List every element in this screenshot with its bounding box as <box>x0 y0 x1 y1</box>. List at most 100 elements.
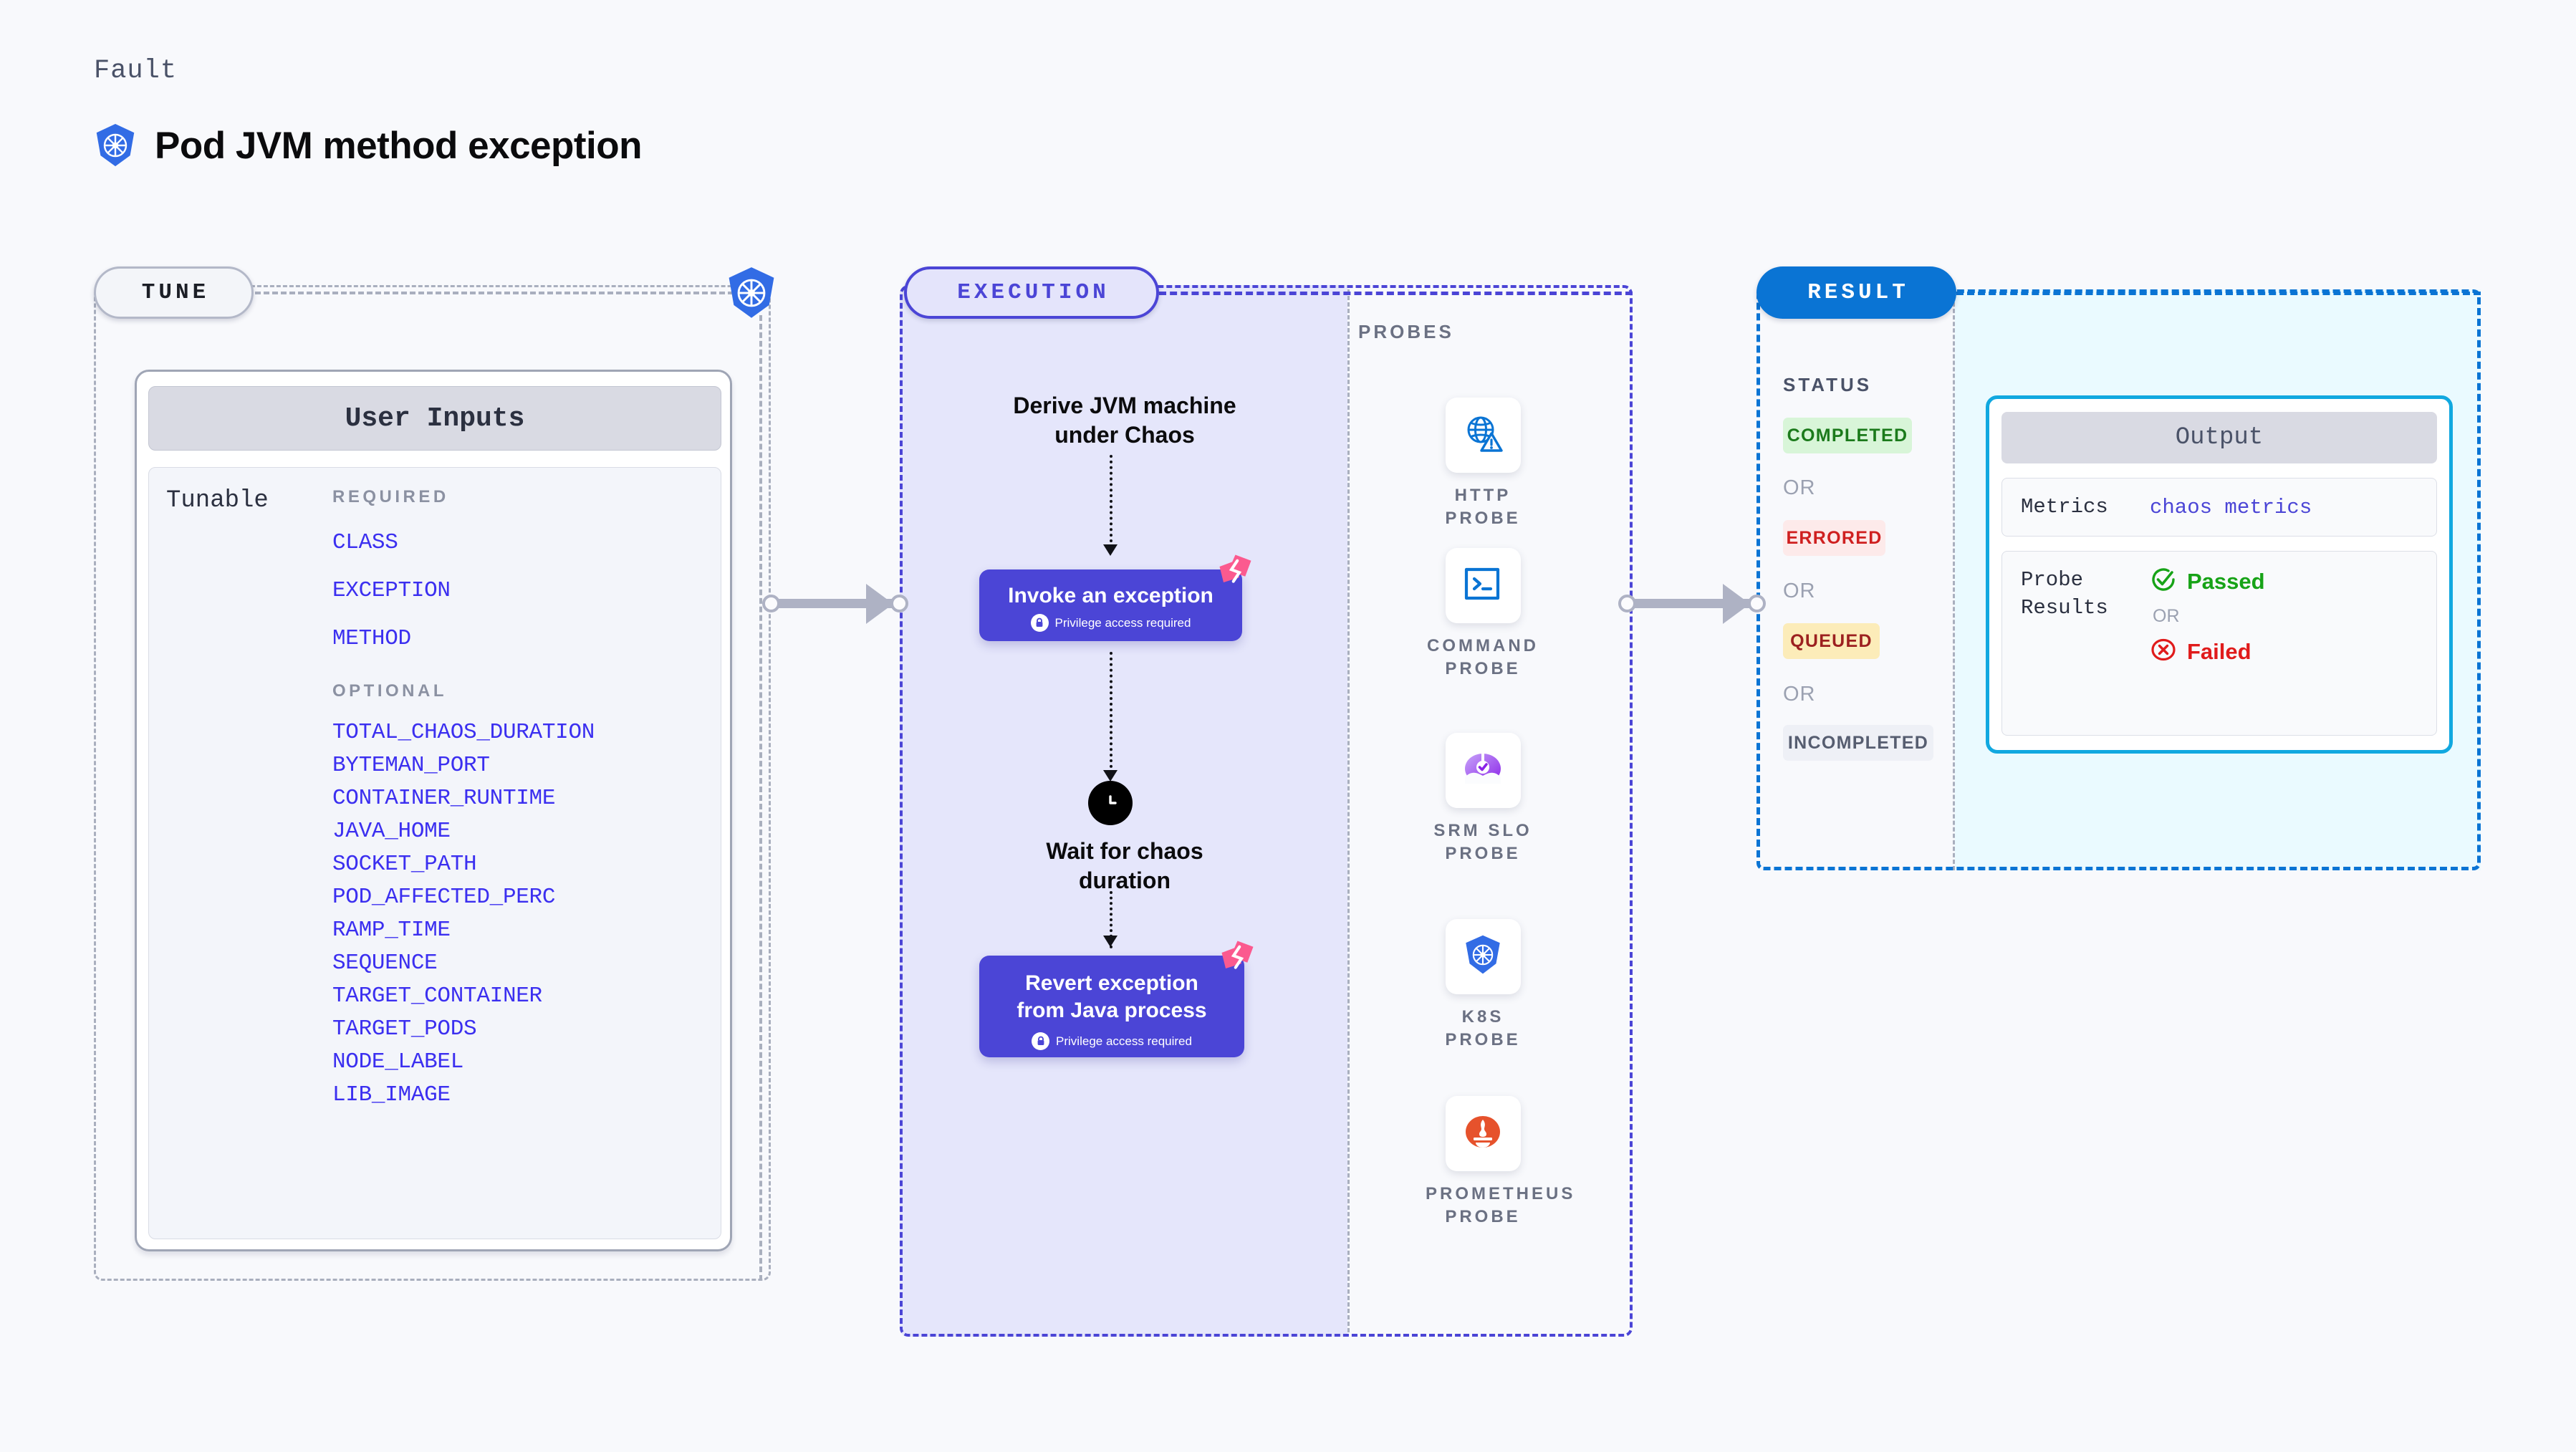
action-title: Revert exception from Java process <box>979 956 1244 1024</box>
result-stage-container <box>1756 289 2481 870</box>
flow-arrow-3 <box>1110 891 1112 948</box>
probe-label-line: PROMETHEUS <box>1426 1184 1576 1203</box>
kubernetes-icon <box>94 123 137 168</box>
param-item[interactable]: EXCEPTION <box>332 578 451 603</box>
param-item[interactable]: TARGET_PODS <box>332 1016 477 1042</box>
flow-arrow-1 <box>1110 455 1112 548</box>
lock-icon <box>1030 614 1049 632</box>
probe-label: SRM SLO PROBE <box>1426 819 1540 865</box>
probes-section-divider <box>1347 289 1633 1332</box>
harness-logo-icon <box>1216 551 1255 590</box>
probe-item-http[interactable]: HTTP PROBE <box>1426 398 1540 530</box>
optional-section-label: OPTIONAL <box>332 681 447 701</box>
action-title-line1: Revert exception <box>1025 971 1198 995</box>
probe-label: COMMAND PROBE <box>1426 635 1540 681</box>
param-item[interactable]: JAVA_HOME <box>332 819 451 844</box>
result-status-panel-bg <box>1756 289 1955 870</box>
execution-stage-container <box>900 285 1633 1337</box>
required-param-list: CLASS EXCEPTION METHOD <box>332 530 721 651</box>
user-inputs-card: User Inputs Tunable REQUIRED CLASS EXCEP… <box>135 370 732 1251</box>
status-or-separator: OR <box>1783 476 1816 499</box>
probe-tile <box>1445 398 1521 473</box>
param-item[interactable]: CONTAINER_RUNTIME <box>332 786 556 811</box>
output-card-header: Output <box>2001 412 2437 463</box>
check-circle-icon <box>2150 566 2177 597</box>
param-item[interactable]: CLASS <box>332 530 398 555</box>
tune-connector-line <box>255 292 742 294</box>
probe-results-key-line1: Probe <box>2021 568 2084 592</box>
probe-result-passed: Passed <box>2150 566 2265 597</box>
flow-arrow-3-head <box>1103 936 1118 947</box>
probe-tile <box>1445 733 1521 808</box>
param-item[interactable]: RAMP_TIME <box>332 918 451 943</box>
probe-label-line: PROBE <box>1445 1207 1521 1227</box>
probe-item-srm-slo[interactable]: SRM SLO PROBE <box>1426 733 1540 865</box>
passed-label: Passed <box>2187 568 2265 594</box>
status-badge-errored: ERRORED <box>1783 520 1885 556</box>
prometheus-icon <box>1462 1113 1504 1154</box>
arrow-start-node <box>762 595 780 612</box>
probe-label: K8S PROBE <box>1426 1006 1540 1052</box>
stage-badge-execution[interactable]: EXECUTION <box>904 266 1159 319</box>
probe-results-key: Probe Results <box>2021 566 2150 721</box>
tune-kubernetes-target-icon <box>726 266 777 323</box>
param-item[interactable]: NODE_LABEL <box>332 1049 464 1074</box>
page-title: Pod JVM method exception <box>155 124 643 167</box>
param-item[interactable]: POD_AFFECTED_PERC <box>332 885 556 910</box>
globe-warning-icon <box>1461 412 1504 458</box>
param-item[interactable]: SOCKET_PATH <box>332 852 477 877</box>
user-inputs-body: Tunable REQUIRED CLASS EXCEPTION METHOD … <box>148 467 721 1239</box>
output-row-metrics: Metrics chaos metrics <box>2001 478 2437 537</box>
status-section-label: STATUS <box>1783 374 1873 395</box>
status-badge-incompleted: INCOMPLETED <box>1783 725 1933 761</box>
failed-label: Failed <box>2187 638 2251 664</box>
stage-badge-tune[interactable]: TUNE <box>94 266 254 319</box>
stage-badge-result[interactable]: RESULT <box>1756 266 1956 319</box>
output-row-probe-results: Probe Results Passed OR <box>2001 551 2437 736</box>
result-connector-line <box>1956 292 2481 295</box>
probe-label-line: COMMAND <box>1427 636 1539 655</box>
tune-target-vertical-line <box>759 315 762 1281</box>
output-card: Output Metrics chaos metrics Probe Resul… <box>1986 395 2453 754</box>
param-item[interactable]: BYTEMAN_PORT <box>332 753 490 778</box>
optional-param-list: TOTAL_CHAOS_DURATION BYTEMAN_PORT CONTAI… <box>332 720 721 1107</box>
arrow-start-node <box>1618 595 1636 612</box>
param-item[interactable]: TOTAL_CHAOS_DURATION <box>332 720 595 745</box>
param-item[interactable]: TARGET_CONTAINER <box>332 984 542 1009</box>
probe-label-line: K8S PROBE <box>1445 1007 1521 1050</box>
user-inputs-header: User Inputs <box>148 386 721 451</box>
metrics-key: Metrics <box>2021 495 2108 519</box>
parameter-column: REQUIRED CLASS EXCEPTION METHOD OPTIONAL… <box>314 487 721 1239</box>
arrow-end-node <box>890 595 908 612</box>
step-title-line1: Derive JVM machine <box>1013 393 1236 418</box>
probe-item-prometheus[interactable]: PROMETHEUS PROBE <box>1426 1096 1576 1229</box>
kubernetes-icon <box>1462 934 1504 979</box>
arrow-head <box>1723 584 1750 624</box>
step-title-line1: Wait for chaos <box>1046 838 1203 864</box>
arrow-end-node <box>1748 595 1766 612</box>
privilege-text: Privilege access required <box>1056 1034 1192 1048</box>
probe-label-line: HTTP PROBE <box>1445 486 1521 529</box>
execution-step-wait-duration: Wait for chaos duration <box>989 837 1261 895</box>
execution-action-invoke-exception[interactable]: Invoke an exception Privilege access req… <box>979 554 1251 641</box>
lock-icon <box>1032 1032 1050 1050</box>
page-eyebrow: Fault <box>94 56 178 86</box>
execution-step-derive-jvm: Derive JVM machine under Chaos <box>989 391 1261 450</box>
privilege-notice: Privilege access required <box>979 1032 1244 1050</box>
status-badge-completed: COMPLETED <box>1783 418 1912 453</box>
flow-arrow-1-head <box>1103 544 1118 556</box>
metrics-value[interactable]: chaos metrics <box>2150 495 2312 519</box>
tune-stage-container <box>94 285 771 1281</box>
privilege-text: Privilege access required <box>1054 615 1191 630</box>
probe-tile <box>1445 919 1521 994</box>
probe-item-command[interactable]: COMMAND PROBE <box>1426 548 1540 681</box>
probe-item-k8s[interactable]: K8S PROBE <box>1426 919 1540 1052</box>
param-item[interactable]: LIB_IMAGE <box>332 1082 451 1107</box>
status-or-separator: OR <box>1783 580 1816 602</box>
probe-label-line: PROBE <box>1445 659 1521 679</box>
param-item[interactable]: METHOD <box>332 626 411 651</box>
execution-action-revert-exception[interactable]: Revert exception from Java process Privi… <box>979 941 1254 1057</box>
param-item[interactable]: SEQUENCE <box>332 951 438 976</box>
probe-label-line: SRM SLO <box>1433 821 1532 840</box>
probe-tile <box>1445 548 1521 623</box>
